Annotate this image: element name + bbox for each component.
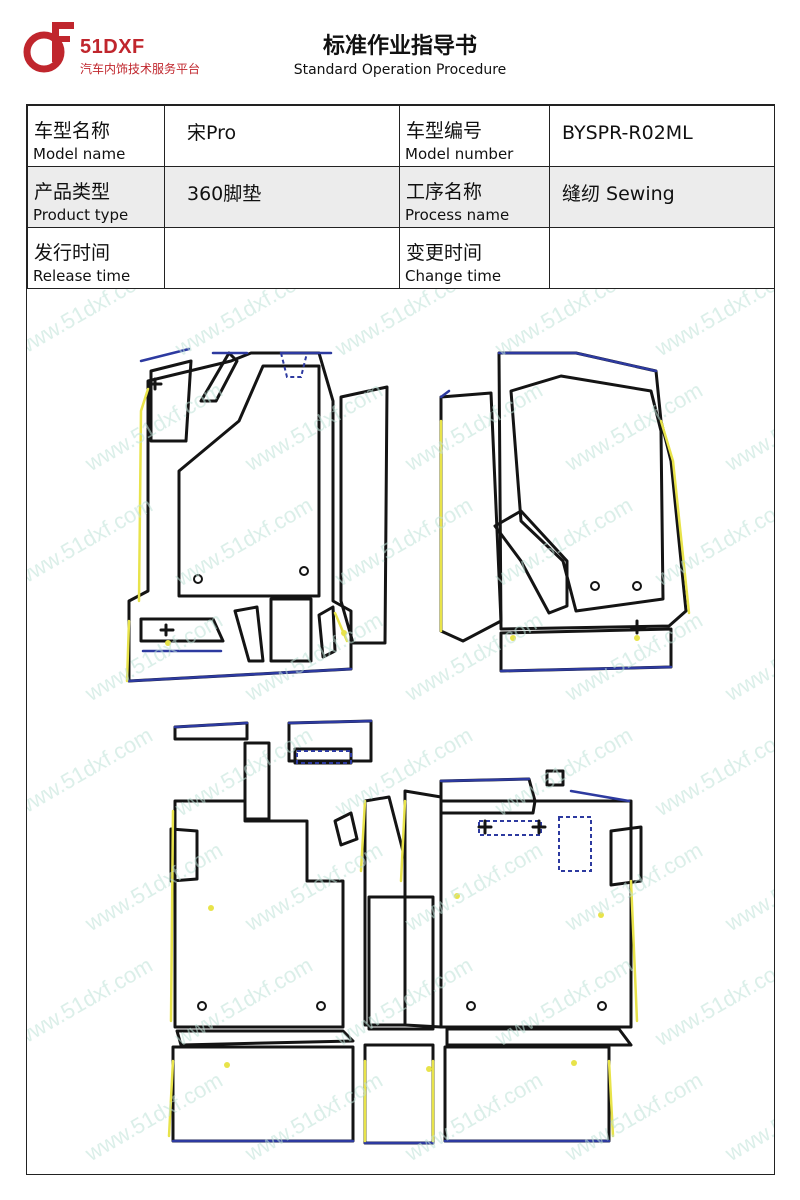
process-name-label-en: Process name (405, 206, 510, 224)
model-number-label-en: Model number (405, 145, 514, 163)
document-subtitle: Standard Operation Procedure (293, 62, 507, 78)
info-row-product: 产品类型 Product type 360脚垫 工序名称 Process nam… (27, 166, 775, 228)
product-type-label: 产品类型 Product type (27, 166, 165, 228)
change-time-label-cn: 变更时间 (406, 242, 483, 264)
process-name-label-cn: 工序名称 (406, 181, 483, 203)
model-number-value-cell: BYSPR-R02ML (549, 105, 775, 167)
product-type-label-en: Product type (33, 206, 129, 224)
info-row-model: 车型名称 Model name 宋Pro 车型编号 Model number B… (27, 105, 775, 167)
product-type-label-cn: 产品类型 (34, 181, 111, 203)
brand-logo: 51DXF 汽车内饰技术服务平台 (22, 18, 232, 78)
model-name-label: 车型名称 Model name (27, 105, 165, 167)
release-time-value-cell (164, 227, 400, 289)
release-time-label-en: Release time (33, 267, 131, 285)
rear-right-mat-pattern (399, 769, 643, 1143)
model-name-value-cell: 宋Pro (164, 105, 400, 167)
release-time-label: 发行时间 Release time (27, 227, 165, 289)
model-name-value: 宋Pro (187, 122, 237, 144)
process-name-value-cell: 缝纫 Sewing (549, 166, 775, 228)
release-time-label-cn: 发行时间 (34, 242, 111, 264)
model-name-label-cn: 车型名称 (34, 120, 111, 142)
info-table: 车型名称 Model name 宋Pro 车型编号 Model number B… (27, 105, 775, 289)
change-time-label-en: Change time (405, 267, 502, 285)
mat-pattern-diagram (125, 347, 691, 1145)
passenger-mat-pattern (439, 351, 691, 673)
driver-mat-pattern (125, 347, 389, 683)
process-name-value: 缝纫 Sewing (562, 183, 675, 205)
change-time-label: 变更时间 Change time (399, 227, 550, 289)
page-header: 51DXF 汽车内饰技术服务平台 标准作业指导书 Standard Operat… (0, 0, 800, 100)
product-type-value: 360脚垫 (187, 183, 262, 205)
brand-name: 51DXF (80, 36, 145, 58)
product-type-value-cell: 360脚垫 (164, 166, 400, 228)
brand-logo-icon (23, 22, 74, 73)
center-tunnel-pattern (363, 895, 435, 1145)
model-number-label: 车型编号 Model number (399, 105, 550, 167)
brand-tagline: 汽车内饰技术服务平台 (80, 62, 201, 76)
model-number-label-cn: 车型编号 (406, 120, 483, 142)
process-name-label: 工序名称 Process name (399, 166, 550, 228)
sop-sheet: 车型名称 Model name 宋Pro 车型编号 Model number B… (26, 104, 775, 1175)
model-number-value: BYSPR-R02ML (562, 122, 693, 144)
model-name-label-en: Model name (33, 145, 126, 163)
info-row-time: 发行时间 Release time 变更时间 Change time (27, 227, 775, 289)
rear-left-mat-pattern (167, 719, 407, 1143)
change-time-value-cell (549, 227, 775, 289)
document-title: 标准作业指导书 (322, 34, 477, 59)
